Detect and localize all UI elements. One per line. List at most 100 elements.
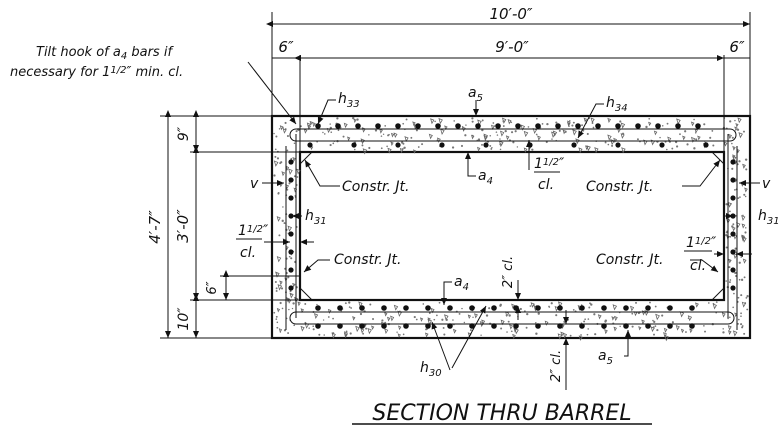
fillet-label: 6″ xyxy=(205,281,220,294)
rebar xyxy=(730,285,736,291)
rebar xyxy=(375,123,381,129)
concrete-stipple xyxy=(273,116,749,342)
constr-jt-bottom-left: Constr. Jt. xyxy=(334,252,401,268)
rebar xyxy=(351,142,357,148)
two-cl-bottom: 2″ cl. xyxy=(549,350,564,382)
drawing-title: SECTION THRU BARREL xyxy=(372,401,631,426)
rebar-dots xyxy=(288,123,736,329)
h30-label: h30 xyxy=(420,360,442,379)
barrel-section xyxy=(270,114,752,340)
rebar xyxy=(579,305,585,311)
rebar xyxy=(601,323,607,329)
rebar xyxy=(288,177,294,183)
rebar xyxy=(730,267,736,273)
rebar xyxy=(381,323,387,329)
h34-label: h34 xyxy=(606,95,628,114)
bottom-slab-label: 10″ xyxy=(176,307,192,331)
cover-left-label: 11/2″ xyxy=(238,223,269,239)
dimension-lines xyxy=(160,12,751,339)
rebar xyxy=(288,231,294,237)
rebar xyxy=(337,305,343,311)
tilt-hook-leader xyxy=(247,61,297,125)
cover-top-label: 11/2″ xyxy=(534,156,565,172)
rebar xyxy=(667,323,673,329)
rebar xyxy=(730,231,736,237)
h33-label: h33 xyxy=(338,91,360,110)
rebar xyxy=(659,142,665,148)
rebar xyxy=(403,323,409,329)
inner-opening xyxy=(298,150,726,302)
inner-width-label: 9′-0″ xyxy=(495,38,529,56)
rebar xyxy=(535,323,541,329)
rebar xyxy=(615,142,621,148)
a4-top-label: a4 xyxy=(478,168,493,187)
rebar xyxy=(469,323,475,329)
rebar xyxy=(535,123,541,129)
rebar xyxy=(730,177,736,183)
h31-right-label: h31 xyxy=(758,208,780,227)
a5-top-label: a5 xyxy=(468,85,483,104)
rebar xyxy=(355,123,361,129)
rebar xyxy=(730,249,736,255)
rebar xyxy=(635,123,641,129)
rebar xyxy=(689,305,695,311)
top-hook-bar xyxy=(289,128,737,142)
rebar xyxy=(335,123,341,129)
rebar xyxy=(571,142,577,148)
fillet-bottom-left xyxy=(299,287,313,301)
rebar xyxy=(615,123,621,129)
inner-height-label: 3′-0″ xyxy=(174,209,192,243)
annotations: 10′-0″ 9′-0″ 6″ 6″ 4′-7″ 9″ 3′-0″ 10″ 6″… xyxy=(10,5,780,426)
rebar xyxy=(403,305,409,311)
rebar xyxy=(307,142,313,148)
left-wall-label: 6″ xyxy=(278,38,294,56)
rebar xyxy=(288,249,294,255)
rebar xyxy=(288,267,294,273)
rebar xyxy=(623,323,629,329)
rebar xyxy=(655,123,661,129)
cover-right-label: 11/2″ xyxy=(686,235,717,251)
rebar xyxy=(557,305,563,311)
reinforcement xyxy=(285,128,738,330)
rebar xyxy=(447,323,453,329)
rebar xyxy=(359,305,365,311)
rebar xyxy=(425,305,431,311)
rebar xyxy=(447,305,453,311)
rebar xyxy=(527,142,533,148)
rebar xyxy=(730,159,736,165)
cover-left-cl: cl. xyxy=(240,245,256,261)
bottom-hook-bar xyxy=(289,311,735,325)
a4-bottom-label: a4 xyxy=(454,274,469,293)
rebar xyxy=(645,305,651,311)
rebar xyxy=(491,323,497,329)
two-cl-inner: 2″ cl. xyxy=(501,256,516,288)
rebar xyxy=(288,285,294,291)
rebar xyxy=(315,123,321,129)
rebar xyxy=(535,305,541,311)
rebar xyxy=(645,323,651,329)
rebar xyxy=(483,142,489,148)
rebar xyxy=(579,323,585,329)
rebar xyxy=(595,123,601,129)
rebar xyxy=(381,305,387,311)
rebar xyxy=(315,323,321,329)
rebar xyxy=(730,195,736,201)
rebar xyxy=(469,305,475,311)
rebar xyxy=(575,123,581,129)
rebar xyxy=(359,323,365,329)
h31-left-label: h31 xyxy=(305,208,327,227)
cover-top-cl: cl. xyxy=(538,177,554,193)
constr-jt-top-left: Constr. Jt. xyxy=(342,179,409,195)
rebar xyxy=(435,123,441,129)
rebar xyxy=(439,142,445,148)
tilt-hook-note-line2: necessary for 11/2″ min. cl. xyxy=(10,65,183,80)
rebar xyxy=(288,159,294,165)
rebar xyxy=(513,323,519,329)
rebar xyxy=(667,305,673,311)
fillet-bottom-right xyxy=(711,287,725,301)
rebar xyxy=(623,305,629,311)
rebar xyxy=(491,305,497,311)
rebar xyxy=(288,195,294,201)
rebar xyxy=(475,123,481,129)
